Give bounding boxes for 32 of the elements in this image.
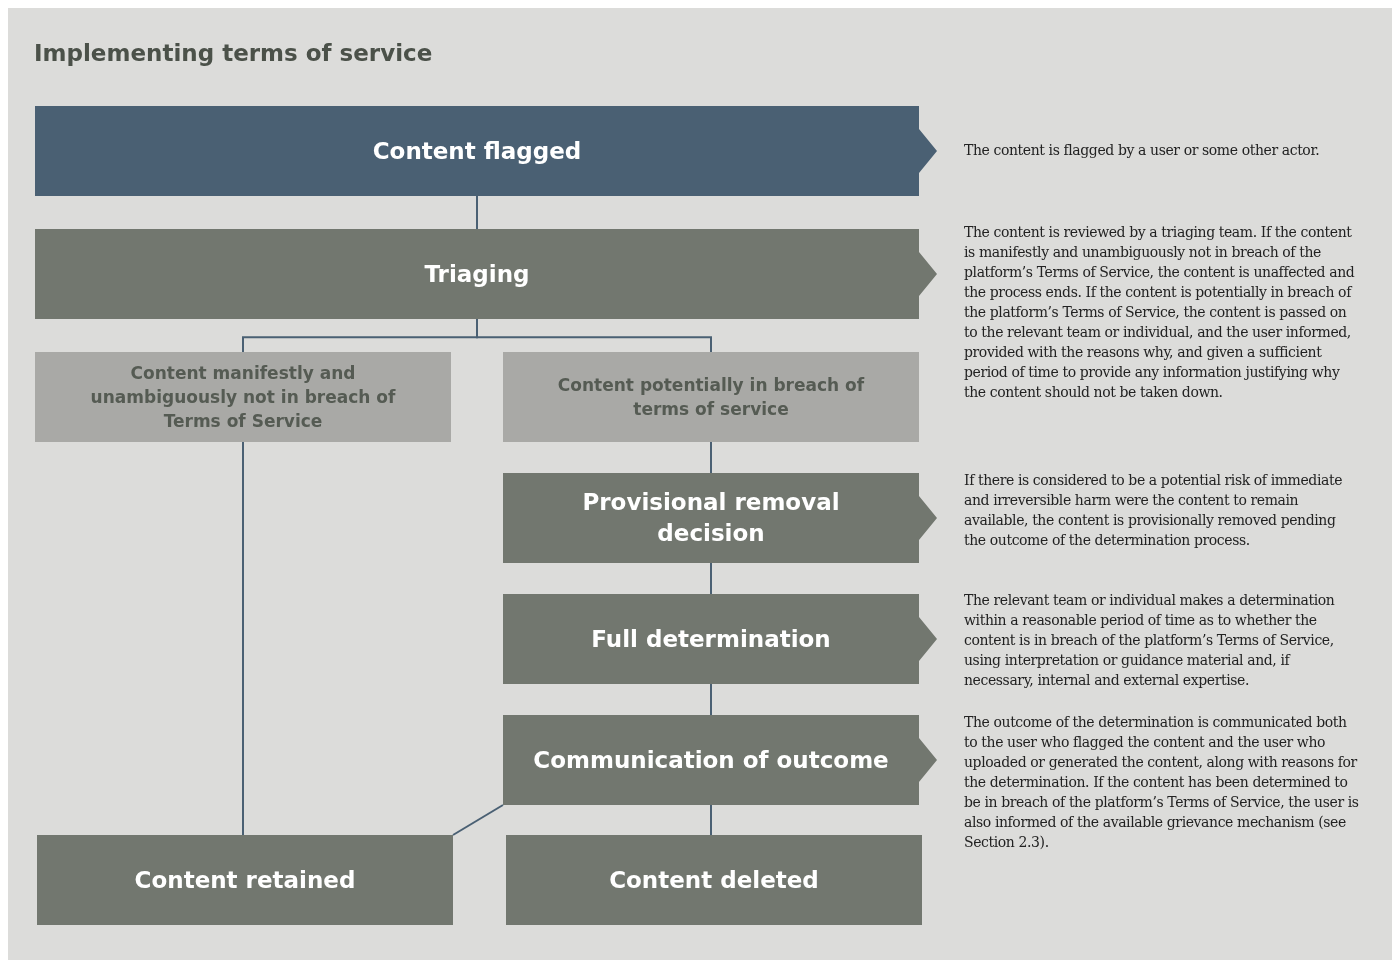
connector-line [452, 804, 504, 836]
box-label: Content deleted [608, 865, 820, 895]
box-label: Full determination [590, 624, 832, 654]
connector-line [476, 195, 478, 230]
box-label: Content potentially in breach of terms of service [556, 374, 866, 421]
outcome-box [503, 352, 919, 442]
side-note: If there is considered to be a potential risk of immediate and irreversible harm were the content to remain available, the content is provisionally removed pending the outcome of the determination process. [964, 471, 1344, 550]
side-note: The content is flagged by a user or some other actor. [964, 141, 1321, 160]
process-box [35, 106, 937, 196]
side-note: The relevant team or individual makes a determination within a reasonable period of time as to whether the content is in breach of the platform’s Terms of Service, using interpretation or guidance material and, if necessary, internal and external expertise. [964, 591, 1336, 690]
process-box [503, 715, 937, 805]
connector-line [710, 562, 712, 595]
outcome-box [506, 835, 922, 925]
outcome-box [35, 352, 451, 442]
connector-line [476, 318, 712, 353]
side-note: The outcome of the determination is communicated both to the user who flagged the content and the user who uploaded or generated the content, along with reasons for the determination. If the content has been determined to be in breach of the platform’s Terms of Service, the user is also informed of the available grievance mechanism (see Section 2.3). [964, 713, 1359, 852]
box-label: Communication of outcome [532, 745, 890, 775]
diagram-title: Implementing terms of service [34, 40, 433, 66]
box-label: Content manifestly and unambiguously not in breach of Terms of Service [89, 362, 397, 433]
side-note: The content is reviewed by a triaging team. If the content is manifestly and unambiguously not in breach of the platform’s Terms of Service, the content is unaffected and the process ends. If the content is potentially in breach of the platform’s Terms of Service, the content is passed on to the relevant team or individual, and the user informed, provided with the reasons why, and given a sufficient period of time to provide any information justifying why the content should not be taken down. [964, 223, 1356, 402]
process-box [503, 594, 937, 684]
outcome-box [37, 835, 453, 925]
process-box [503, 473, 937, 563]
connector-line [710, 804, 712, 836]
connector-line [710, 683, 712, 716]
process-box [35, 229, 937, 319]
box-label: Content retained [133, 865, 357, 895]
connector-line [242, 441, 244, 836]
box-label: Content flagged [371, 136, 583, 166]
connector-line [710, 441, 712, 474]
box-label: Triaging [423, 259, 531, 289]
box-label: Provisional removal decision [581, 488, 841, 548]
